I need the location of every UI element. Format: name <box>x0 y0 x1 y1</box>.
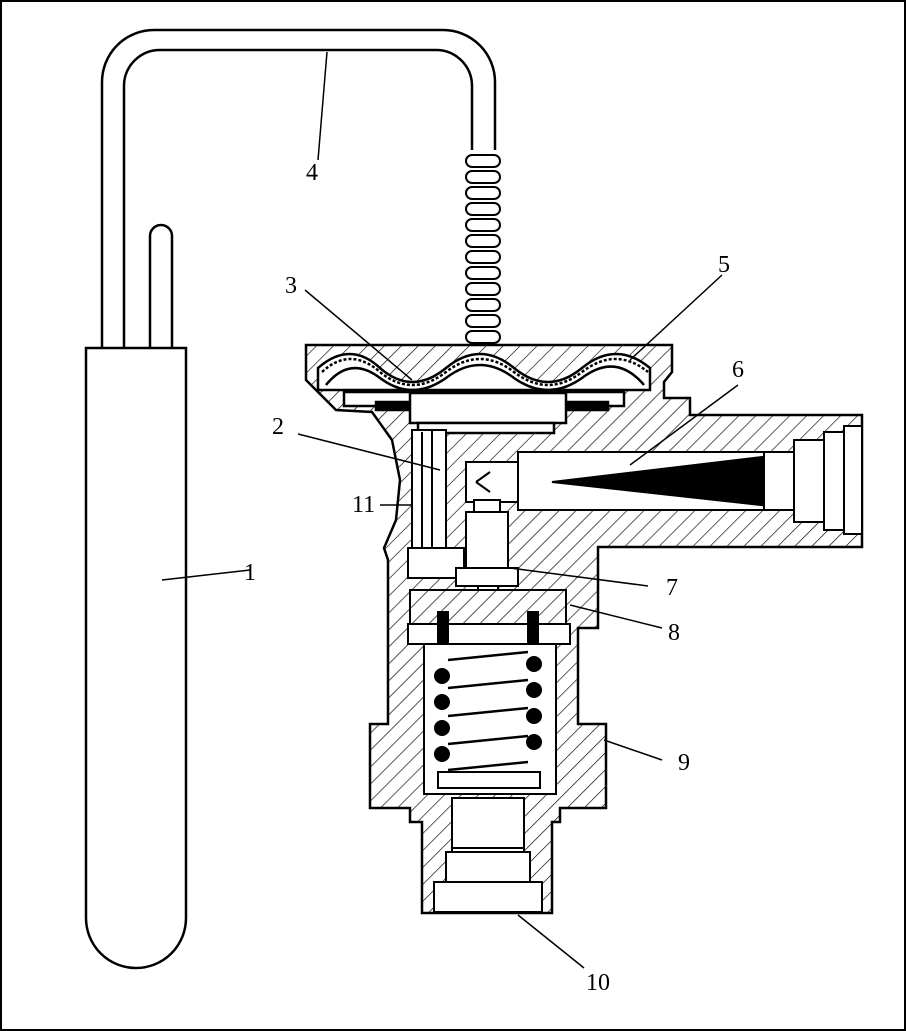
callout-2: 2 <box>272 414 284 440</box>
inlet-passage <box>465 425 863 535</box>
leader-lines <box>161 51 739 969</box>
callout-7: 7 <box>666 575 678 601</box>
callout-11: 11 <box>352 492 375 518</box>
capillary-tube <box>100 28 497 348</box>
callout-1: 1 <box>244 560 256 586</box>
outlet-port <box>433 797 543 913</box>
spring-assembly <box>407 589 571 795</box>
callout-5: 5 <box>718 252 730 278</box>
callout-6: 6 <box>732 357 744 383</box>
valve-body <box>304 343 864 915</box>
callout-3: 3 <box>285 273 297 299</box>
capillary-spiral <box>465 154 501 344</box>
callout-4: 4 <box>306 160 318 186</box>
diaphragm-chamber <box>316 352 652 435</box>
callout-10: 10 <box>586 970 610 996</box>
sensing-bulb <box>84 223 188 970</box>
callout-9: 9 <box>678 750 690 776</box>
callout-8: 8 <box>668 620 680 646</box>
callout-labels: 1 2 3 4 5 6 7 8 9 10 11 <box>244 160 744 996</box>
